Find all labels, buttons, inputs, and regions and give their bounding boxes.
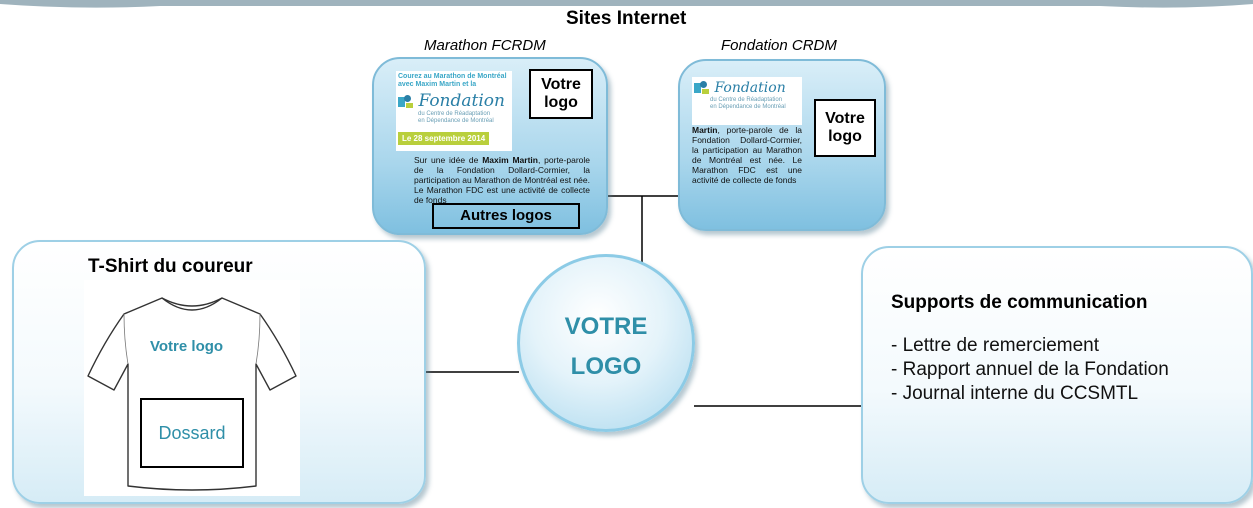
site1-snippet: Sur une idée de Maxim Martin, porte-paro… xyxy=(414,155,590,205)
site2-banner-brand: Fondation xyxy=(714,80,786,96)
center-logo-circle: VOTRE LOGO xyxy=(517,254,695,432)
supports-item-2: - Rapport annuel de la Fondation xyxy=(891,359,1169,380)
site2-snippet-rest: , porte-parole de la Fondation Dollard-C… xyxy=(692,125,802,185)
site1-banner-date: Le 28 septembre 2014 xyxy=(398,132,490,145)
site1-other-logos-box: Autres logos xyxy=(432,203,580,229)
tshirt-logo-label: Votre logo xyxy=(150,338,224,355)
site1-banner-desc2: en Dépendance de Montréal xyxy=(418,118,494,124)
fondation-mark-icon-2 xyxy=(694,80,710,95)
site2-snippet: Martin, porte-parole de la Fondation Dol… xyxy=(692,125,802,185)
supports-item-3: - Journal interne du CCSMTL xyxy=(891,383,1139,404)
top-band xyxy=(0,0,1253,8)
site2-banner-desc2: en Dépendance de Montréal xyxy=(710,104,786,110)
site1-banner-brand: Fondation xyxy=(418,91,505,111)
supports-title: Supports de communication xyxy=(891,292,1148,313)
site2-banner: Fondation du Centre de Réadaptation en D… xyxy=(692,77,802,125)
site1-subtitle: Marathon FCRDM xyxy=(424,37,546,54)
websites-title: Sites Internet xyxy=(566,8,687,29)
center-logo-line1: VOTRE xyxy=(564,313,648,340)
site1-snippet-rest: , porte-parole de la Fondation Dollard-C… xyxy=(414,155,590,205)
site1-card: Courez au Marathon de Montréal avec Maxi… xyxy=(372,57,608,235)
site2-snippet-name: Martin xyxy=(692,125,718,135)
fondation-mark-icon xyxy=(398,94,414,109)
dossard-box: Dossard xyxy=(140,398,244,468)
site1-snippet-intro: Sur une idée de xyxy=(414,155,483,165)
supports-card: Supports de communication - Lettre de re… xyxy=(861,246,1253,504)
site2-banner-desc1: du Centre de Réadaptation xyxy=(710,97,783,103)
supports-list: - Lettre de remerciement - Rapport annue… xyxy=(891,334,1169,406)
center-logo-line2: LOGO xyxy=(570,353,642,380)
tshirt-title: T-Shirt du coureur xyxy=(88,256,253,277)
tshirt-image: Votre logo Dossard xyxy=(84,280,300,496)
site2-subtitle: Fondation CRDM xyxy=(721,37,837,54)
site1-logo-box: Votre logo xyxy=(529,69,593,119)
site2-card: Fondation du Centre de Réadaptation en D… xyxy=(678,59,886,231)
site1-banner-header: Courez au Marathon de Montréal avec Maxi… xyxy=(398,73,507,88)
site1-banner-desc1: du Centre de Réadaptation xyxy=(418,111,491,117)
site1-snippet-name: Maxim Martin xyxy=(482,155,538,165)
site2-logo-box: Votre logo xyxy=(814,99,876,157)
site1-banner: Courez au Marathon de Montréal avec Maxi… xyxy=(396,71,512,151)
supports-item-1: - Lettre de remerciement xyxy=(891,335,1100,356)
